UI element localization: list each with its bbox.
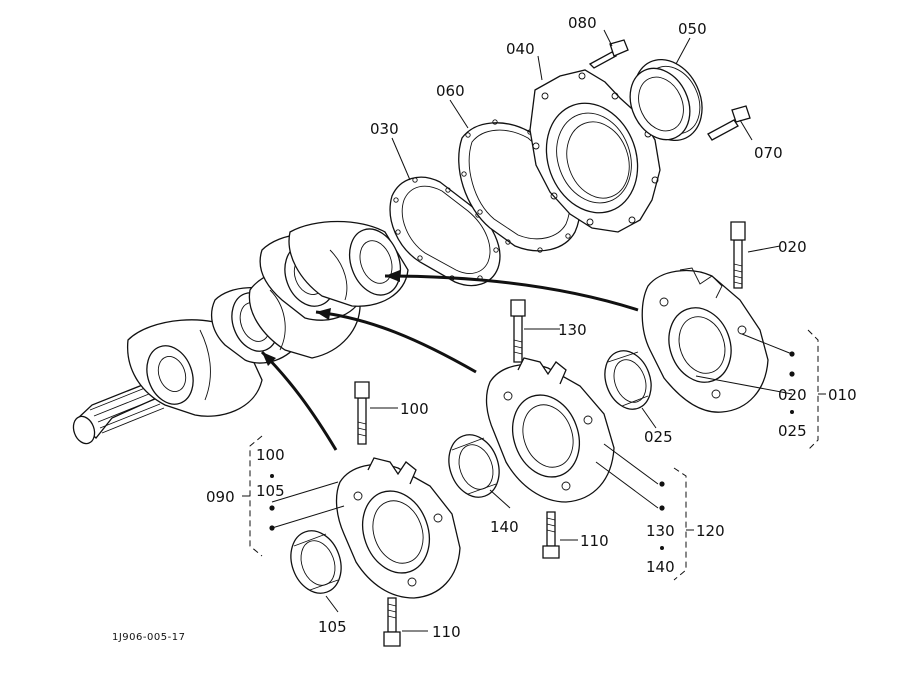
- group-010-label: 010: [828, 386, 857, 404]
- bolt-080: [588, 39, 629, 69]
- part-labels: 080 050 040 060 030 070 020 130 100 025 …: [206, 14, 857, 641]
- bolt-070: [707, 105, 751, 141]
- bearing-105: [290, 530, 342, 594]
- leader-lines: [271, 29, 793, 632]
- group-120-item-140: 140: [646, 558, 675, 576]
- group-120-label: 120: [696, 522, 725, 540]
- group-090-item-105: 105: [256, 482, 285, 500]
- label-050: 050: [678, 20, 707, 38]
- label-060: 060: [436, 82, 465, 100]
- bolt-130: [510, 299, 526, 363]
- bolt-100: [354, 381, 370, 445]
- label-025: 025: [644, 428, 673, 446]
- gasket-030: [389, 176, 501, 287]
- group-120-item-130: 130: [646, 522, 675, 540]
- bearing-case-120: [485, 357, 615, 503]
- label-040: 040: [506, 40, 535, 58]
- seal-case-040: [529, 69, 661, 233]
- group-010-item-020: 020: [778, 386, 807, 404]
- bolt-110-upper: [542, 511, 560, 559]
- label-030: 030: [370, 120, 399, 138]
- label-110-lower: 110: [432, 623, 461, 641]
- group-dots: [269, 351, 795, 550]
- label-130: 130: [558, 321, 587, 339]
- group-010-item-025: 025: [778, 422, 807, 440]
- label-080: 080: [568, 14, 597, 32]
- group-090-label: 090: [206, 488, 235, 506]
- label-070: 070: [754, 144, 783, 162]
- bearing-140: [448, 434, 500, 498]
- bearing-025: [604, 350, 652, 410]
- bearing-case-090: [335, 457, 461, 599]
- group-090-item-100: 100: [256, 446, 285, 464]
- bolt-020: [730, 221, 746, 289]
- crankshaft: [72, 220, 409, 445]
- label-100: 100: [400, 400, 429, 418]
- label-020: 020: [778, 238, 807, 256]
- label-105: 105: [318, 618, 347, 636]
- label-140: 140: [490, 518, 519, 536]
- label-110-upper: 110: [580, 532, 609, 550]
- bearing-case-010: [641, 267, 769, 413]
- oil-seal-050: [629, 58, 703, 142]
- bolt-110-lower: [383, 597, 401, 647]
- drawing-code: 1J906-005-17: [112, 632, 185, 643]
- group-brackets: [242, 329, 826, 581]
- assembly-arrows: [260, 270, 639, 451]
